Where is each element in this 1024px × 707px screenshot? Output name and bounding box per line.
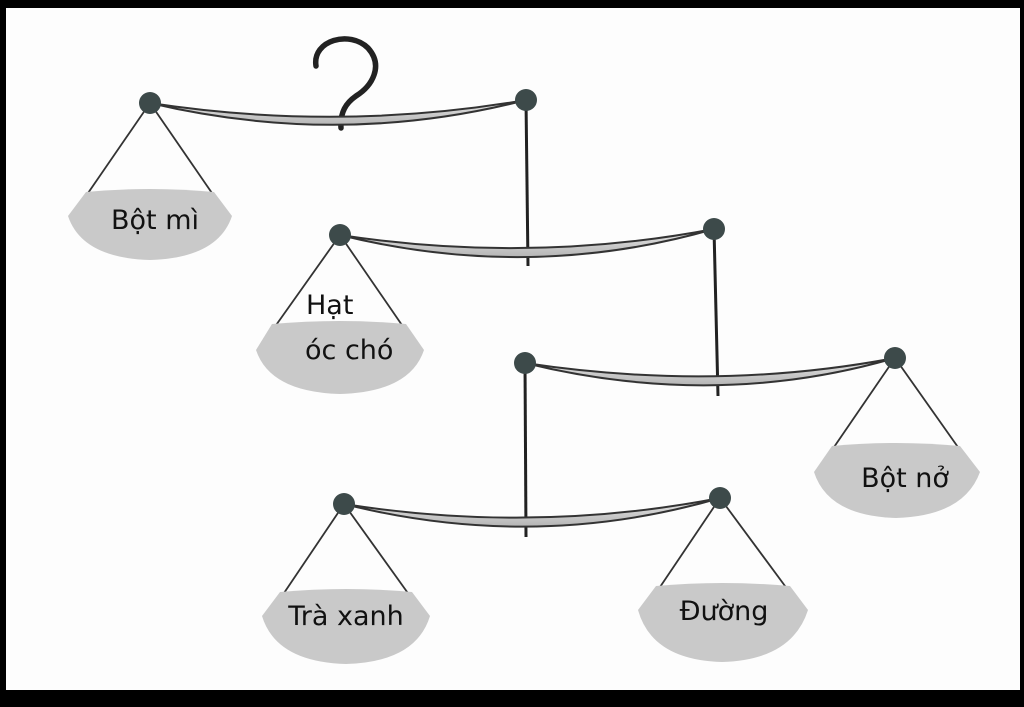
- beam-3: [524, 357, 896, 387]
- knob-4-right: [709, 487, 731, 509]
- pan-label-duong: Đường: [680, 596, 769, 627]
- knob-2-left: [329, 224, 351, 246]
- pan-label-bot-no: Bột nở: [861, 463, 949, 494]
- knob-2-right: [703, 218, 725, 240]
- pan-hat-oc-cho: Hạt óc chó: [256, 234, 424, 394]
- pan-bot-mi: Bột mì: [68, 102, 232, 260]
- knob-4-left: [333, 493, 355, 515]
- pan-duong: Đường: [638, 497, 808, 662]
- knob-1-left: [139, 92, 161, 114]
- hanger-hook-icon: [313, 36, 379, 131]
- pan-label-hat-line2: óc chó: [305, 335, 393, 366]
- pan-tra-xanh: Trà xanh: [262, 503, 430, 664]
- pan-label-tra-xanh: Trà xanh: [287, 601, 404, 632]
- rod-1: [524, 99, 530, 267]
- paper-background: [6, 8, 1020, 690]
- knob-3-right: [884, 347, 906, 369]
- pan-label-hat-line1: Hạt: [306, 290, 353, 321]
- knob-3-left: [514, 352, 536, 374]
- pan-bot-no: Bột nở: [814, 357, 980, 518]
- rod-3: [523, 362, 528, 538]
- beam-1: [149, 99, 527, 126]
- rod-2: [712, 228, 720, 397]
- beam-4: [343, 497, 721, 528]
- pan-label-bot-mi: Bột mì: [111, 205, 199, 236]
- knob-1-right: [515, 89, 537, 111]
